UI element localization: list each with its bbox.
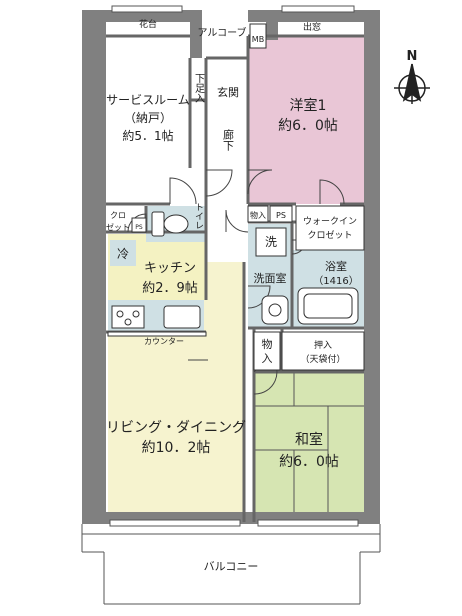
tatami-lines [254,372,364,522]
kitchen-sink-fixture [163,305,201,329]
japanese-room-fill [254,372,364,522]
mb-label: MB [252,35,264,44]
walkin-label-1: ウォークイン [303,216,357,227]
bay-window-label: 出窓 [303,21,321,33]
service-room-label-1: サービスルーム [106,93,190,107]
japanese-room-label-2: 約6．0帖 [279,454,339,470]
storage-mid-label-2: 入 [262,352,273,365]
kitchen-label-1: キッチン [144,261,196,276]
shoe-box-label: 下足入 [193,73,205,103]
oshiire-label-1: 押入 [314,339,332,351]
closet-label-1: クロ [110,211,126,220]
storage-mid-label-1: 物 [262,337,273,351]
western-room-label-1: 洋室1 [290,97,327,114]
stove-fixture [111,305,145,329]
storage-small-label: 物入 [250,210,266,220]
fridge-label: 冷 [117,247,129,261]
service-room-label-2: （納戸） [124,111,172,125]
bath-label-2: （1416） [313,275,358,287]
oshiire-label-2: （天袋付） [300,353,345,365]
alcove-label: アルコーブ [197,26,246,39]
western-room-label-2: 約6．0帖 [278,118,338,134]
walkin-closet-box [295,205,365,251]
bathtub-fixture [297,287,359,325]
kitchen-label-2: 約2．9帖 [142,281,198,296]
balcony-outline [81,524,381,605]
mb-box [249,23,267,49]
washroom-label: 洗面室 [254,271,287,285]
ps-right-label: PS [276,211,286,220]
oshiire-box [281,331,365,371]
storage-mid-box [253,331,281,371]
counter-label: カウンター [144,337,184,346]
service-room-label-3: 約5．1帖 [122,128,173,143]
living-dining-label-2: 約10．2帖 [142,440,211,456]
balcony-label: バルコニー [204,560,259,573]
ps-left-label: PS [135,224,143,231]
entrance-label: 玄関 [217,85,239,99]
living-fill-extension [206,262,244,302]
washing-machine-fixture [255,227,287,257]
flower-stand-label: 花台 [139,18,157,30]
north-arrow-icon [394,63,430,104]
bath-label-1: 浴室 [325,259,347,273]
toilet-fixture [151,211,189,237]
sink-fixture [261,295,289,325]
service-room-fill [108,36,190,204]
storage-small-box [247,205,269,223]
closet-label-2: ゼット [106,222,130,232]
walkin-label-2: クロゼット [307,229,352,241]
counter-line [107,331,207,337]
western-room-fill [248,36,364,204]
windows [109,5,359,527]
corridor-label: 廊下 [222,128,235,152]
ps-box-left [131,217,147,233]
japanese-room-label-1: 和室 [295,431,323,448]
ps-box-right [269,205,293,223]
living-fill [108,300,244,522]
toilet-label: トイレ [193,203,204,230]
wash-mark-label: 洗 [265,235,277,249]
living-dining-label-1: リビング・ダイニング [106,420,246,436]
fridge-fill [110,240,136,266]
north-label: N [407,49,418,64]
